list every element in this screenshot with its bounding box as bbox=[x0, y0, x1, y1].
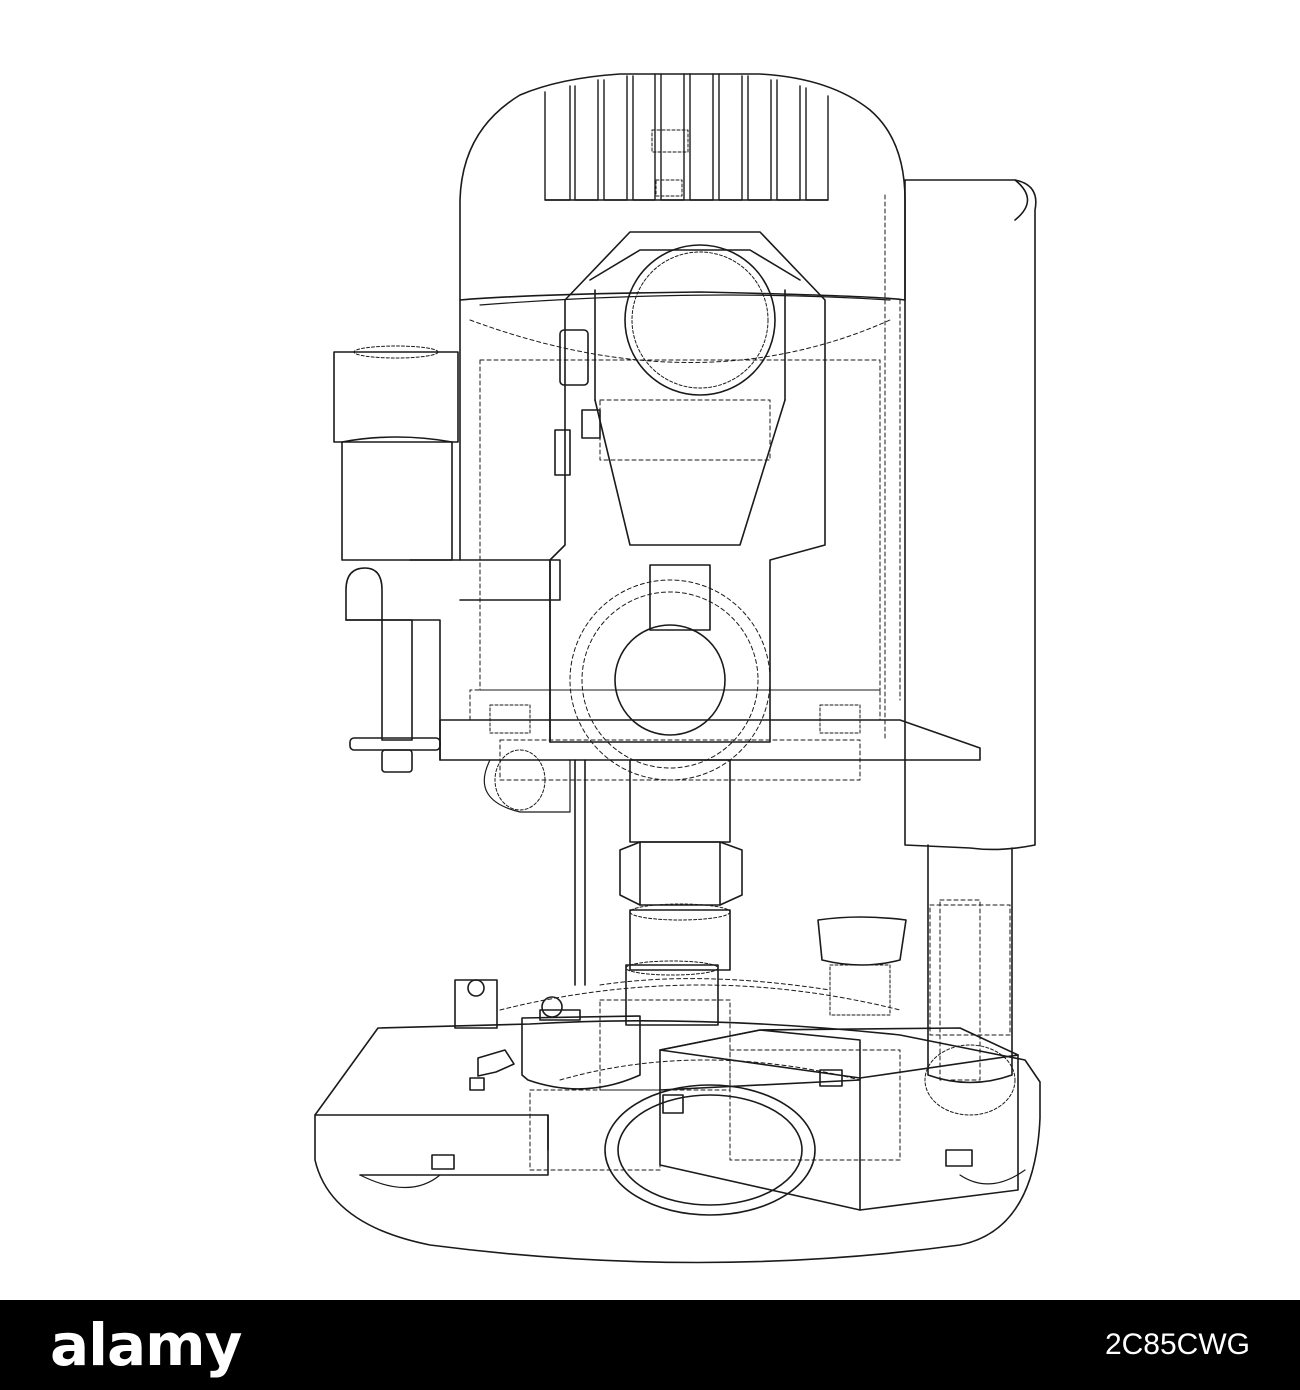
lock-lever bbox=[817, 904, 1011, 1036]
motor-cap bbox=[459, 73, 906, 306]
right-column bbox=[884, 179, 1037, 1084]
cooling-fins bbox=[544, 73, 829, 201]
spindle-collet bbox=[574, 759, 743, 1026]
router-wireframe-illustration bbox=[314, 73, 1041, 1264]
motor-body bbox=[459, 299, 901, 701]
watermark-bar: alamy 2C85CWG bbox=[0, 1300, 1300, 1390]
router-base bbox=[314, 979, 1041, 1264]
depth-stop bbox=[333, 345, 561, 773]
front-housing bbox=[549, 231, 826, 743]
hidden-lines bbox=[499, 978, 901, 1171]
image-id: 2C85CWG bbox=[1104, 1328, 1250, 1361]
lower-plate bbox=[439, 689, 981, 813]
brand-name: alamy bbox=[50, 1311, 242, 1379]
side-housing bbox=[659, 1027, 1019, 1211]
brand-logo: alamy bbox=[50, 1311, 242, 1379]
spindle-housing bbox=[549, 559, 771, 781]
